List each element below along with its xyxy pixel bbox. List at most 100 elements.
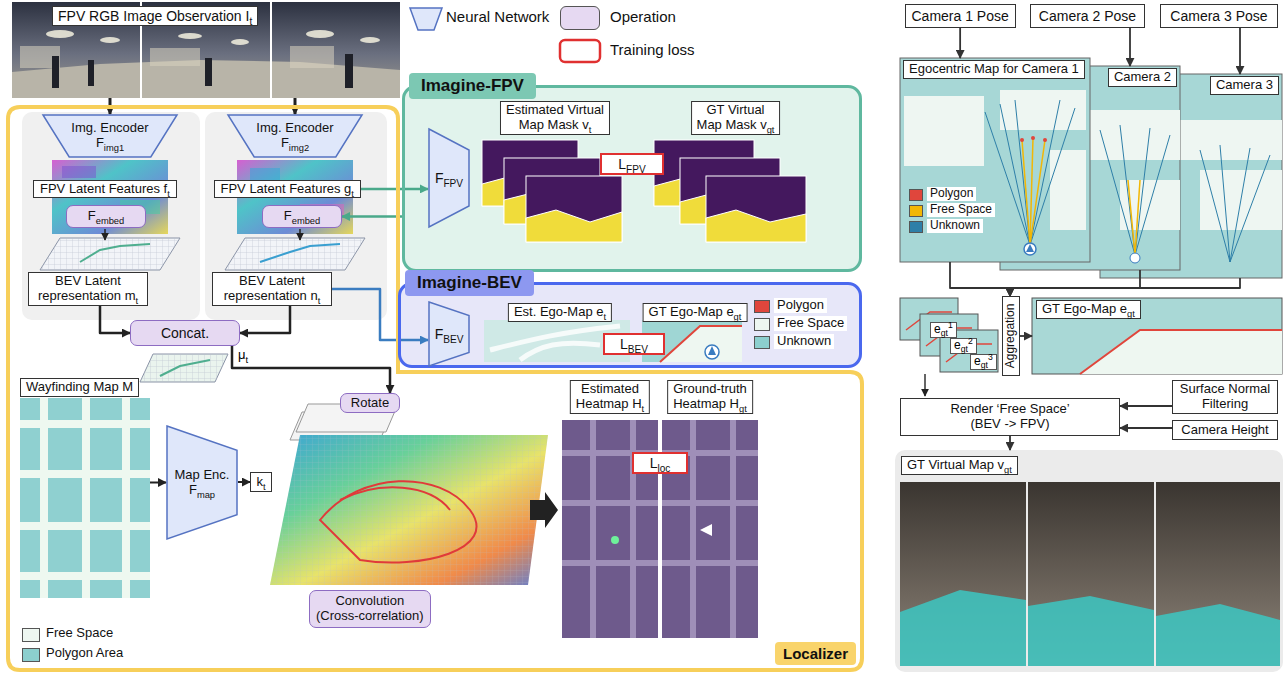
math-script: t [249,16,252,27]
fpv-photo [306,30,334,38]
loss-box: Lloc [632,452,688,474]
correlation-volume [270,435,548,585]
virtual-map-photos [900,590,1026,666]
legend-swatch [754,300,770,313]
text-run: Estimated Virtual [506,102,604,117]
text-run: F [435,170,444,186]
text-run: Camera 3 Pose [1170,8,1267,24]
egocentric-map [1022,138,1045,245]
connector-arrow [240,306,290,333]
text-run: Concat. [161,325,209,341]
math-script: t [351,188,354,198]
text-run: Est. Ego-Map e [514,304,604,319]
virtual-map-photos [1028,482,1154,666]
bev-slab [40,238,180,270]
math-script: t [246,355,249,365]
math-script: BEV [443,334,463,345]
math-script: gt [941,328,948,338]
bev-label: BEV Latent representation mt [28,272,148,306]
bev-slab [104,229,106,240]
aggregation-box: Aggregation [1002,296,1020,376]
connector-arrow [1010,270,1140,296]
wayfinding-map [122,398,130,598]
virtual-map-photos [1156,482,1280,666]
egocentric-map [1135,135,1170,255]
camera-map-frame: Camera 3 [1100,74,1282,278]
small-ego-map [924,374,926,396]
node-text: Camera 3 [1210,76,1279,95]
encoder-trapezoid: Img. Encoder Fimg1 [42,114,178,158]
math-script: 2 [968,336,973,346]
trapezoid-shape [429,302,469,366]
text-run: Wayfinding Map M [26,379,133,394]
bev-slab [140,354,228,382]
heatmap-image [611,536,619,544]
bev-slab [225,238,365,270]
connector-arrow [238,481,250,483]
text-run: Heatmap H [576,396,642,411]
fpv-photo [46,30,380,45]
feature-map [62,166,96,178]
heatmap-frame: Ground-truth Heatmap Hgt [660,380,760,640]
math-script: gt [734,312,742,322]
math-label: egt2 [950,338,977,354]
text-run: F [281,135,289,150]
text-run: e [974,354,981,368]
photo-panel: GT Virtual Map vgt [895,450,1283,672]
egocentric-map [900,58,1090,262]
text-run: BEV Latent [55,273,121,288]
math-script: t [167,188,170,198]
node-text: Fembed [88,209,125,224]
mask-frame: GT Virtual Map Mask vgt [653,101,818,251]
trapezoid-shape [429,129,469,227]
heatmap-frame: Estimated Heatmap Ht [560,380,660,640]
node-text: FPV Latent Features ft [40,182,170,197]
legend-swatch [22,648,40,662]
egocentric-map [985,100,1075,245]
node-text: Surface Normal Filtering [1180,382,1270,412]
egocentric-map [904,96,984,166]
node-text: Egocentric Map for Camera 1 [903,60,1085,79]
math-script: t [318,296,321,306]
map-frame: Wayfinding Map M [20,378,150,600]
node-text: Estimated Heatmap Ht [570,380,650,414]
egocentric-map [1128,180,1135,255]
math-script: BEV [628,344,648,355]
imagine-fpv-ground [526,176,622,242]
legend-sample [560,40,600,62]
text-run: Rotate [351,395,389,410]
text-run: F [284,208,292,223]
math-script: t [604,312,607,322]
text-run: Egocentric Map for Camera 1 [909,61,1079,76]
text-run: (BEV -> FPV) [970,416,1049,431]
text-run: Estimated [581,381,639,396]
pose-box: Camera 1 Pose [905,4,1016,28]
egocentric-map [900,58,1282,278]
text-run: GT Virtual [706,102,764,117]
node-text: kt [256,475,265,490]
math-script: embed [292,216,321,226]
math-script: map [197,489,215,499]
decoder-trapezoid: FBEV [428,301,470,367]
pose-box: Camera 3 Pose [1160,4,1278,28]
math-script: gt [767,125,775,135]
node-text: Convolution (Cross-correlation) [316,594,424,624]
math-script: FPV [443,178,463,189]
bev-slab [260,244,340,262]
egocentric-map [1020,136,1047,142]
imagine-fpv-ground [482,140,806,242]
egocentric-map [1030,100,1060,245]
trapezoid-shape [167,426,237,539]
fpv-photo [150,48,200,66]
legend-swatch [909,189,923,201]
egocentric-map [1230,155,1270,262]
legend-text: Free Space [927,203,995,217]
node-text: Wayfinding Map M [20,378,139,397]
text-run: BEV Latent [239,273,305,288]
math-label: egt3 [970,354,997,370]
connector-arrow [332,289,428,340]
text-run: e [934,322,941,336]
text-run: Map Mask v [697,117,767,132]
node-text: Ground-truth Heatmap Hgt [667,380,753,414]
text-run: Heatmap H [673,396,739,411]
